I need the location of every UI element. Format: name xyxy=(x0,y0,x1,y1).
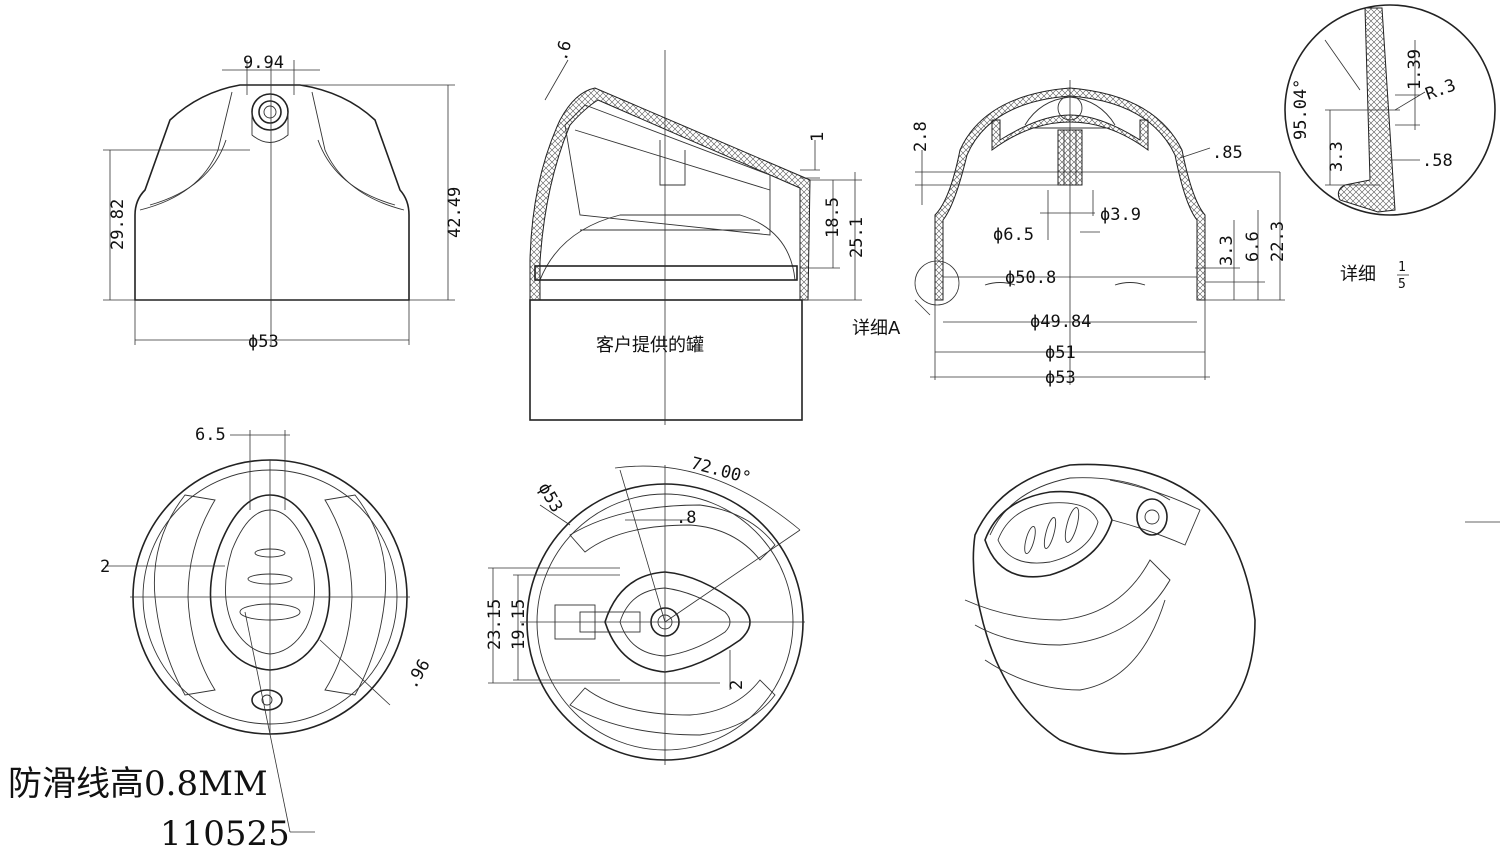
dim-dia-53: ϕ53 xyxy=(534,480,567,517)
dim-wall-85: .85 xyxy=(1212,143,1243,163)
dim-angle: 95.04° xyxy=(1291,79,1311,140)
dim-step: 1 xyxy=(808,132,828,142)
dim-slot: 6.5 xyxy=(195,425,226,445)
detail-scale-label: 详细 xyxy=(1340,264,1376,285)
dim-51: ϕ51 xyxy=(1045,343,1076,363)
detail-scale-den: 5 xyxy=(1398,277,1406,292)
detail-a: 95.04° 1.39 R.3 3.3 .58 详细 1 5 xyxy=(1284,4,1496,292)
dim-49-84: ϕ49.84 xyxy=(1030,312,1091,332)
dim-shoulder-height: 29.82 xyxy=(108,199,128,250)
dim-25-1: 25.1 xyxy=(847,217,867,258)
dim-18-5: 18.5 xyxy=(823,197,843,238)
isometric-view xyxy=(964,463,1256,755)
dim-wall: .6 xyxy=(552,38,577,63)
dim-diameter: ϕ53 xyxy=(248,332,279,352)
dim-top-width: 9.94 xyxy=(243,53,284,73)
dim-58: .58 xyxy=(1422,151,1453,171)
dim-h2: 6.6 xyxy=(1243,231,1263,262)
dim-angle-72: 72.00° xyxy=(689,454,754,489)
dim-top: 2.8 xyxy=(911,121,931,152)
bottom-view: 72.00° ϕ53 .8 23.15 19.15 2 xyxy=(485,454,805,765)
can-label: 客户提供的罐 xyxy=(596,335,704,356)
dim-53: ϕ53 xyxy=(1045,368,1076,388)
dim-1-39: 1.39 xyxy=(1405,49,1425,90)
cross-section-view: 2.8 .85 ϕ6.5 ϕ3.9 ϕ50.8 3.3 6.6 22.3 ϕ49… xyxy=(852,80,1288,388)
dim-19-15: 19.15 xyxy=(509,599,529,650)
dim-r3: R.3 xyxy=(1423,75,1459,104)
dim-hole-outer: ϕ6.5 xyxy=(993,225,1034,245)
dim-3-3: 3.3 xyxy=(1327,141,1347,172)
dim-gap: 2 xyxy=(100,557,110,577)
detail-a-label: 详细A xyxy=(852,318,901,339)
dim-23-15: 23.15 xyxy=(485,599,505,650)
dim-total-height: 42.49 xyxy=(445,187,465,238)
dim-8: .8 xyxy=(676,508,696,528)
note-anti-slip: 防滑线高0.8MM xyxy=(8,764,268,804)
dim-inner-dia: ϕ50.8 xyxy=(1005,268,1056,288)
front-view: 9.94 29.82 42.49 ϕ53 xyxy=(103,53,465,352)
dim-h1: 3.3 xyxy=(1217,235,1237,266)
dim-hole-inner: ϕ3.9 xyxy=(1100,205,1141,225)
dim-gap-2: 2 xyxy=(727,680,747,690)
dim-h3: 22.3 xyxy=(1268,221,1288,262)
note-drawing-number: 110525 xyxy=(160,814,290,854)
detail-scale-num: 1 xyxy=(1398,260,1406,275)
dim-96: .96 xyxy=(402,656,435,693)
section-view: .6 1 18.5 25.1 客户提供的罐 xyxy=(529,38,867,425)
